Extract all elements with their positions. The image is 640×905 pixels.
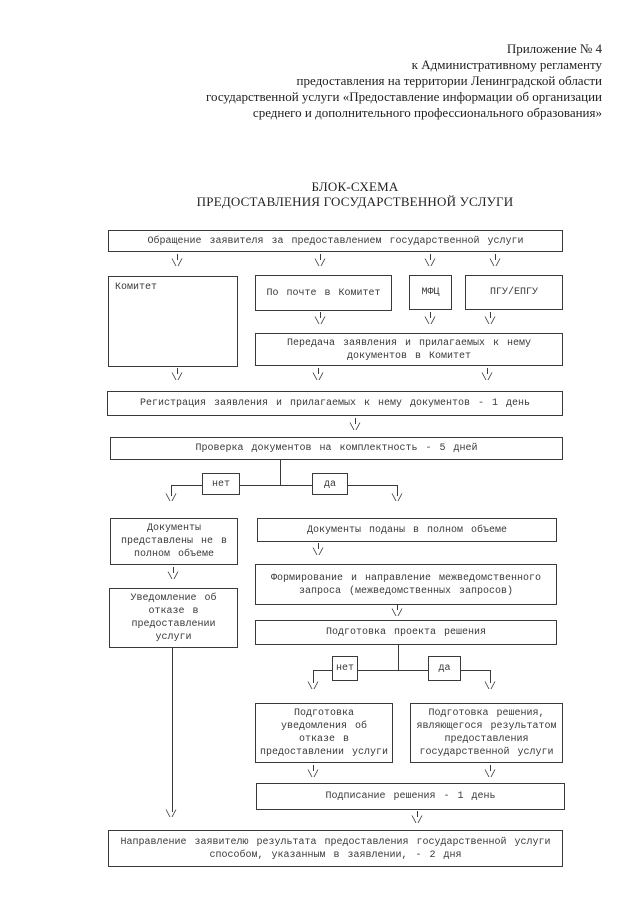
header-line: Приложение № 4 <box>506 41 602 56</box>
connector-line <box>397 485 398 496</box>
page-title: БЛОК-СХЕМА ПРЕДОСТАВЛЕНИЯ ГОСУДАРСТВЕННО… <box>70 179 640 209</box>
arrow-down-icon: \/ <box>306 682 319 693</box>
flow-node-docs-incomplete: Документы представлены не в полном объем… <box>110 518 238 565</box>
arrow-down-icon: \/ <box>483 682 496 693</box>
connector-line <box>171 485 398 486</box>
arrow-down-icon: \/ <box>420 312 440 328</box>
arrow-down-icon: \/ <box>167 368 187 384</box>
flow-node-pgu-epgu: ПГУ/ЕПГУ <box>465 275 563 310</box>
connector-line <box>280 460 281 486</box>
title-line: ПРЕДОСТАВЛЕНИЯ ГОСУДАРСТВЕННОЙ УСЛУГИ <box>196 194 514 209</box>
flow-node-prepare-refusal: Подготовка уведомления об отказе в предо… <box>255 703 393 763</box>
flow-node-send-result: Направление заявителю результата предост… <box>108 830 563 867</box>
flow-node-docs-complete: Документы поданы в полном объеме <box>257 518 557 542</box>
arrow-down-icon: \/ <box>308 368 328 384</box>
arrow-down-icon: \/ <box>387 604 407 620</box>
connector-line <box>490 670 491 683</box>
arrow-down-icon: \/ <box>480 312 500 328</box>
connector-line <box>313 670 314 683</box>
flow-node-signing: Подписание решения - 1 день <box>256 783 565 810</box>
flow-node-interagency-request: Формирование и направление межведомствен… <box>255 564 557 605</box>
flow-node-draft-decision: Подготовка проекта решения <box>255 620 557 645</box>
arrow-down-icon: \/ <box>310 254 330 270</box>
decision-label-yes-2: да <box>428 656 461 681</box>
connector-line <box>172 648 173 812</box>
flow-node-mfc: МФЦ <box>409 275 452 310</box>
flow-node-registration: Регистрация заявления и прилагаемых к не… <box>107 391 563 416</box>
flow-node-application: Обращение заявителя за предоставлением г… <box>108 230 563 252</box>
header-line: среднего и дополнительного профессиональ… <box>252 105 602 120</box>
arrow-down-icon: \/ <box>164 494 177 505</box>
connector-line <box>171 485 172 496</box>
flow-node-transfer-documents: Передача заявления и прилагаемых к нему … <box>255 333 563 366</box>
flow-node-refusal-notice: Уведомление об отказе в предоставлении у… <box>109 588 238 648</box>
connector-line <box>398 645 399 671</box>
appendix-header: Приложение № 4 к Административному регла… <box>42 41 602 121</box>
arrow-down-icon: \/ <box>308 543 328 559</box>
decision-label-yes-1: да <box>312 473 348 495</box>
title-line: БЛОК-СХЕМА <box>311 179 399 194</box>
flow-node-completeness-check: Проверка документов на комплектность - 5… <box>110 437 563 460</box>
arrow-down-icon: \/ <box>345 418 365 434</box>
flow-node-committee: Комитет <box>108 276 238 367</box>
flow-node-prepare-result: Подготовка решения, являющегося результа… <box>410 703 563 763</box>
arrow-down-icon: \/ <box>310 312 330 328</box>
arrow-down-icon: \/ <box>303 765 323 781</box>
header-line: государственной услуги «Предоставление и… <box>206 89 602 104</box>
arrow-down-icon: \/ <box>480 765 500 781</box>
arrow-down-icon: \/ <box>485 254 505 270</box>
decision-label-no-2: нет <box>332 656 358 681</box>
decision-label-no-1: нет <box>202 473 240 495</box>
header-line: предоставления на территории Ленинградск… <box>296 73 602 88</box>
connector-line <box>313 670 491 671</box>
arrow-down-icon: \/ <box>167 254 187 270</box>
flow-node-by-mail: По почте в Комитет <box>255 275 392 311</box>
arrow-down-icon: \/ <box>164 810 177 821</box>
arrow-down-icon: \/ <box>420 254 440 270</box>
header-line: к Административному регламенту <box>411 57 602 72</box>
arrow-down-icon: \/ <box>407 811 427 827</box>
arrow-down-icon: \/ <box>477 368 497 384</box>
arrow-down-icon: \/ <box>163 567 183 583</box>
arrow-down-icon: \/ <box>390 494 403 505</box>
